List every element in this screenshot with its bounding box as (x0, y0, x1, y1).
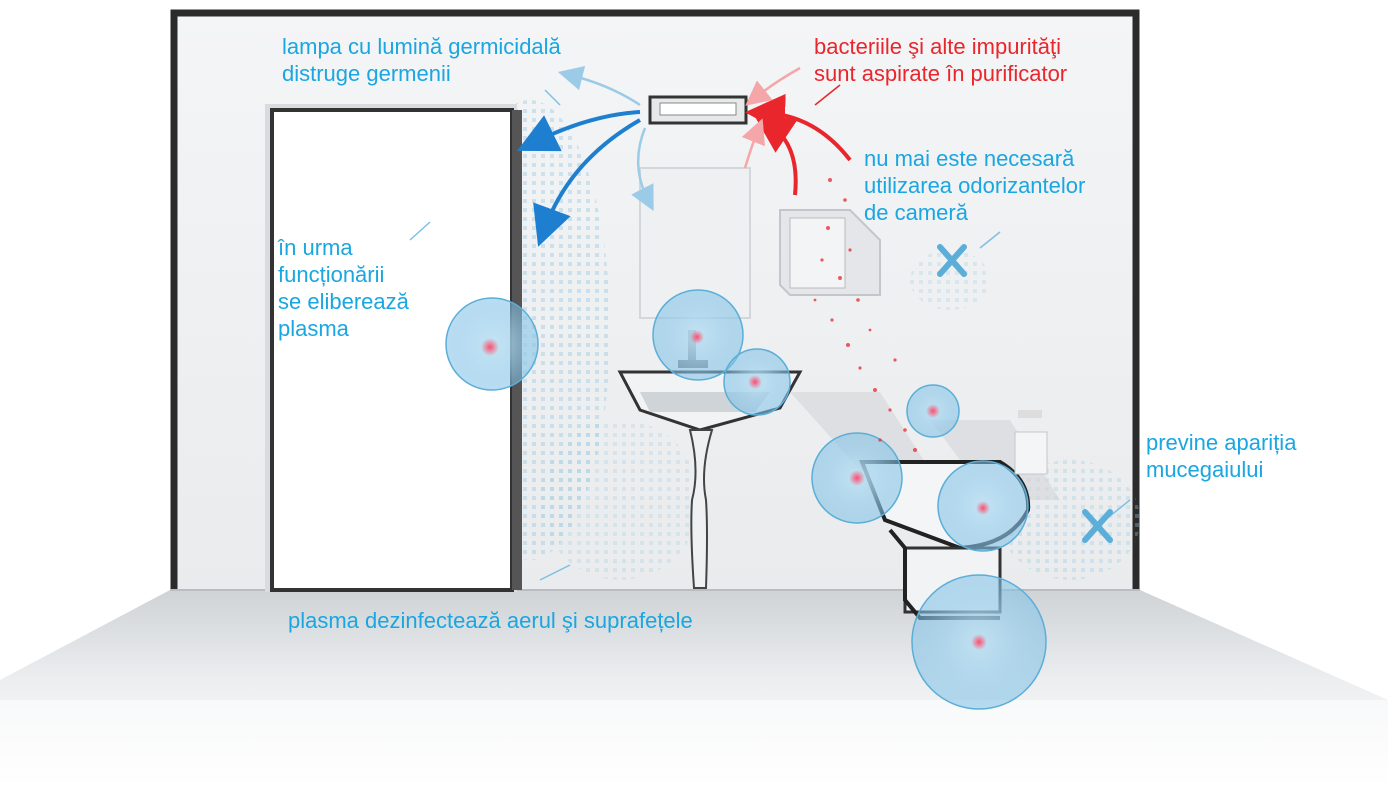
lamp-label: lampa cu lumină germicidală distruge ger… (282, 33, 561, 87)
mold-label: previne apariția mucegaiului (1146, 429, 1296, 483)
intake-arrows (741, 66, 852, 196)
air-freshener-icon (779, 209, 881, 296)
bacteria-particles (813, 178, 917, 452)
disinfect-label-line-1: plasma dezinfectează aerul şi suprafețel… (288, 608, 693, 633)
plasma-release-label: în urma funcționării se eliberează plasm… (278, 234, 409, 342)
plasma-release-line-2: funcționării (278, 262, 385, 287)
bacteria-label-line-2: sunt aspirate în purificator (814, 61, 1068, 86)
sink-shadow (790, 392, 930, 470)
disinfect-label: plasma dezinfectează aerul şi suprafețel… (288, 607, 693, 634)
plasma-release-line-3: se eliberează (278, 289, 409, 314)
plasma-release-line-1: în urma (278, 235, 353, 260)
bacteria-label-line-1: bacteriile şi alte impurităţi (814, 34, 1061, 59)
odorizant-label-line-2: utilizarea odorizantelor (864, 173, 1086, 198)
plasma-release-line-4: plasma (278, 316, 349, 341)
bacteria-label: bacteriile şi alte impurităţi sunt aspir… (814, 33, 1067, 87)
wall-frame (170, 9, 1140, 590)
floor-reflection (0, 700, 1388, 791)
lamp-label-line-1: lampa cu lumină germicidală (282, 34, 561, 59)
odorizant-label-line-3: de cameră (864, 200, 968, 225)
mold-label-line-1: previne apariția (1146, 430, 1297, 455)
toilet-paper-icon (1014, 410, 1048, 475)
cross-mark-icon (1082, 509, 1113, 543)
lamp-label-line-2: distruge germenii (282, 61, 451, 86)
air-purifier-icon (648, 95, 748, 125)
mold-label-line-2: mucegaiului (1146, 457, 1264, 482)
odorizant-label: nu mai este necesară utilizarea odorizan… (864, 145, 1085, 226)
plasma-flow-arrows (517, 65, 654, 247)
cross-mark-icon (937, 244, 967, 277)
odorizant-label-line-1: nu mai este necesară (864, 146, 1075, 171)
germ-dots (481, 330, 990, 650)
